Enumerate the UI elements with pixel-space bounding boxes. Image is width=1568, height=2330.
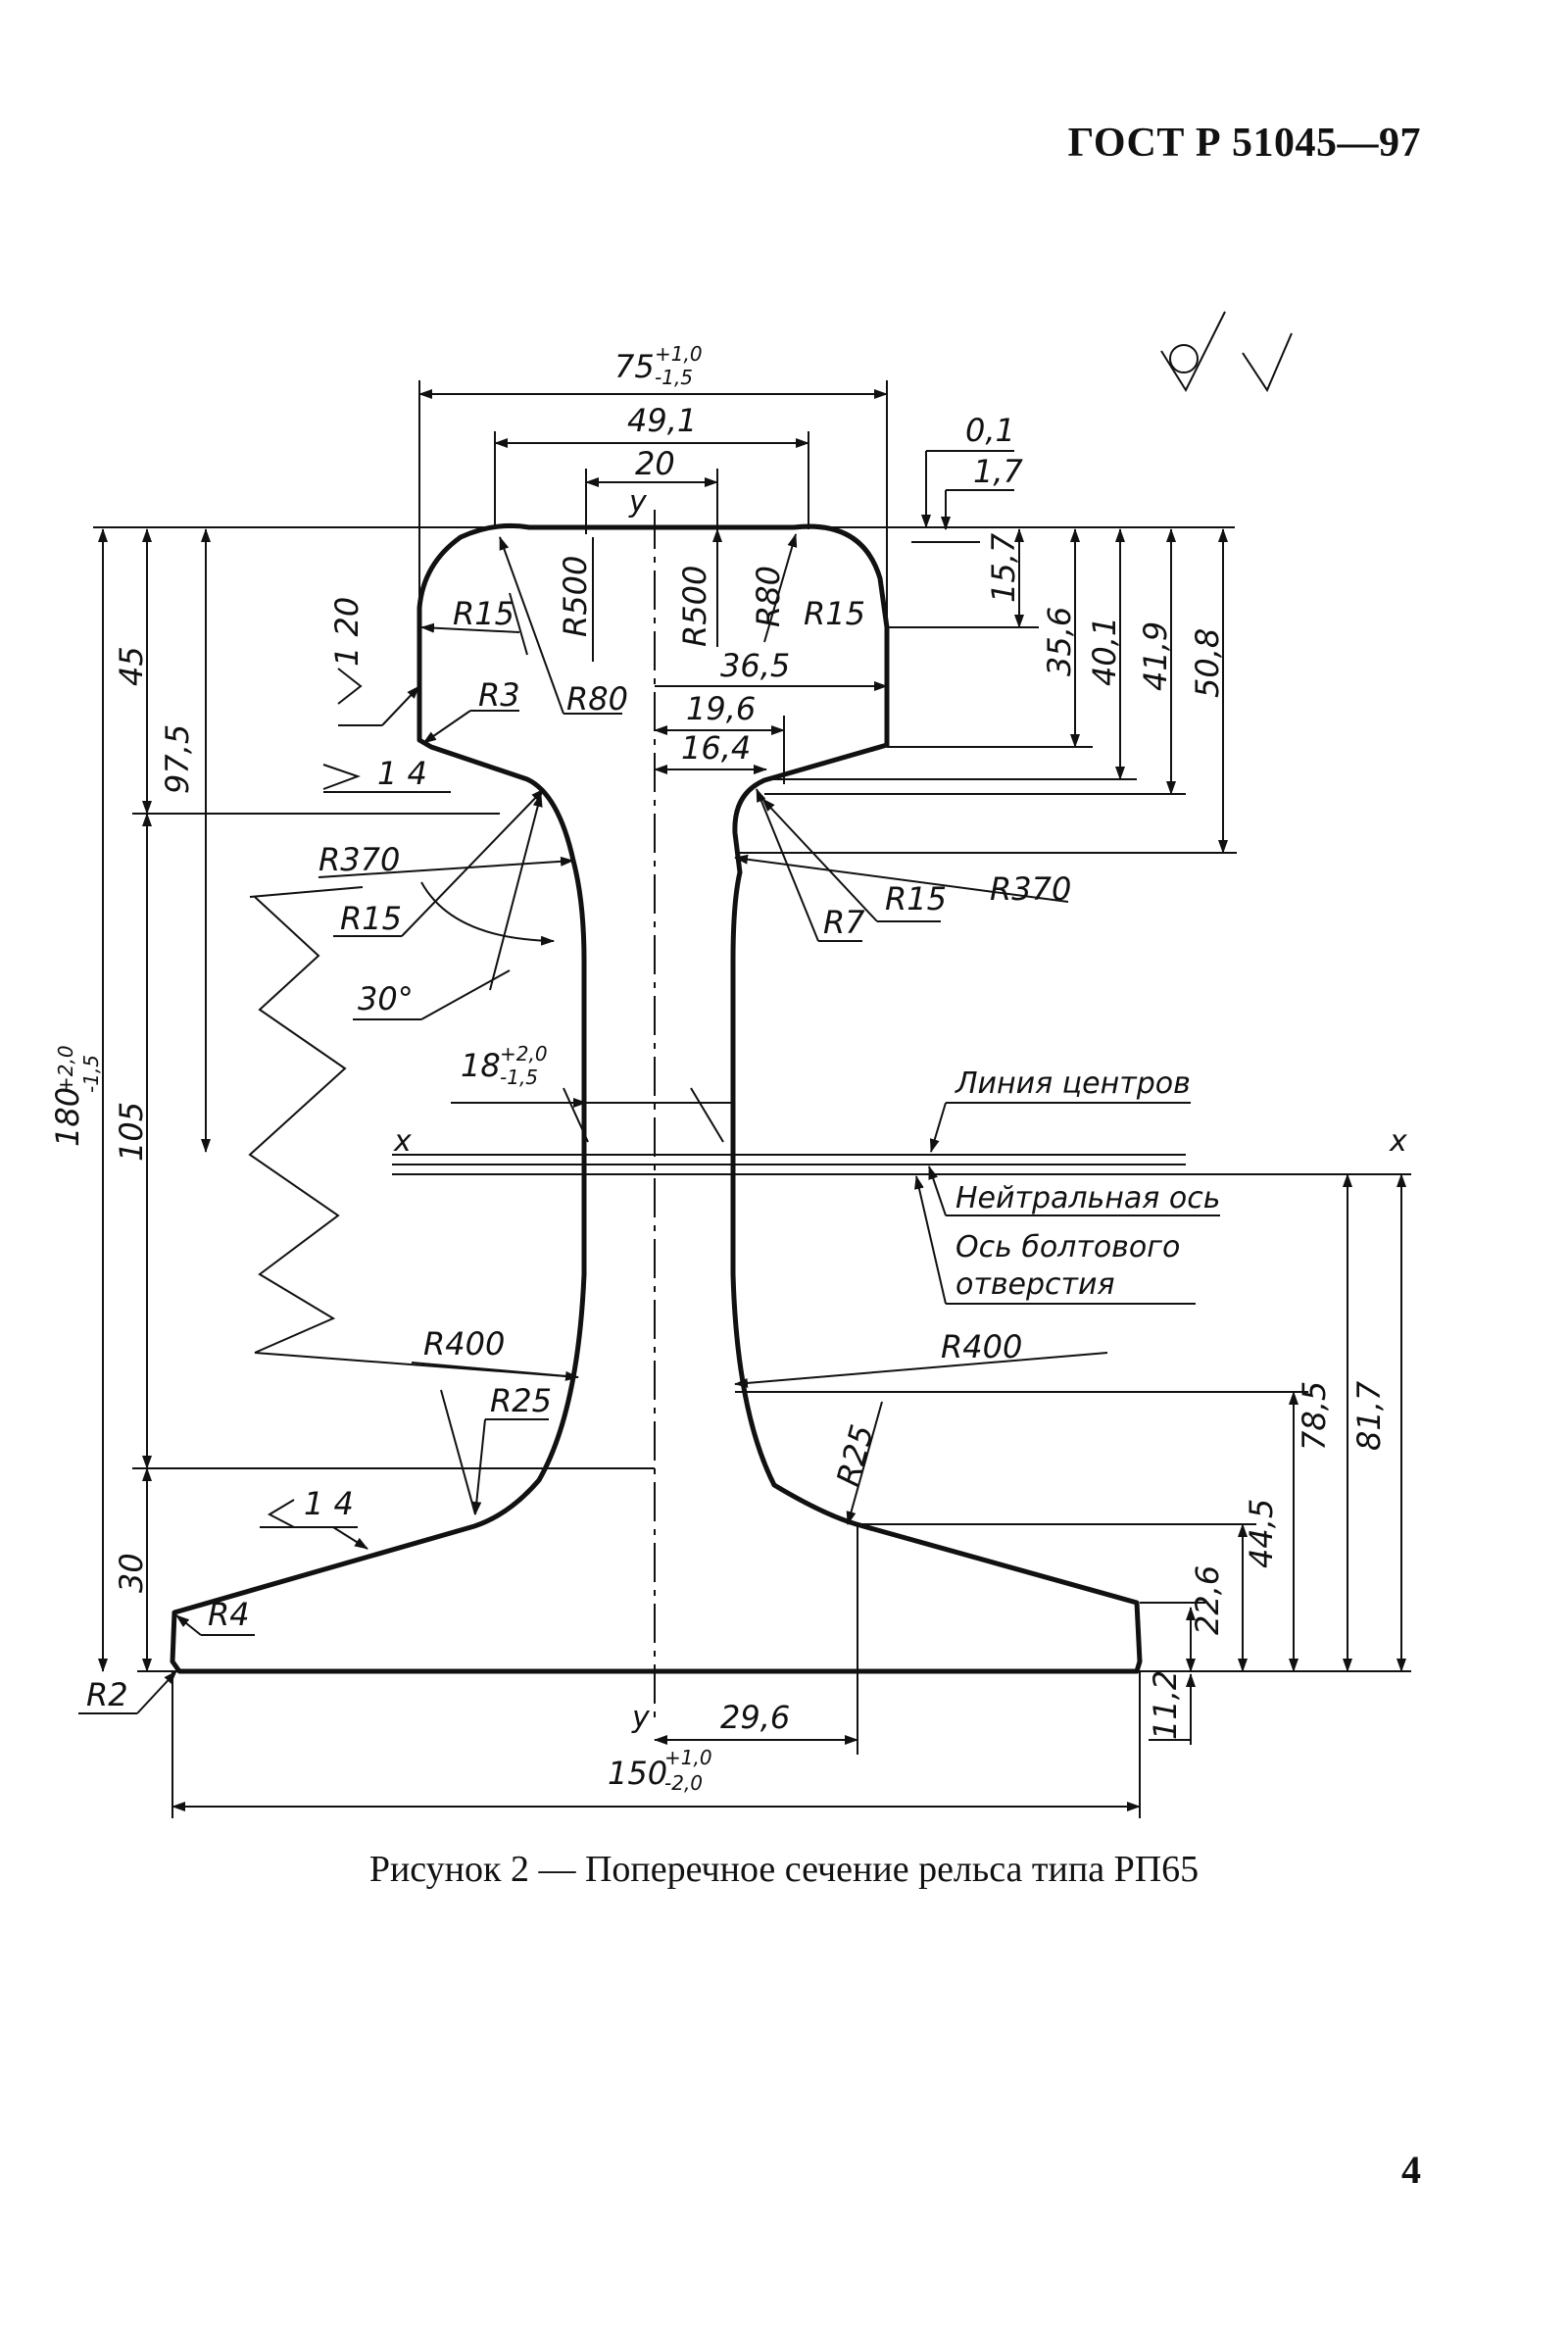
y-axis-label-bottom: y [631, 1701, 651, 1735]
radius-r15-web-left: R15 [340, 900, 402, 937]
dim-45: 45 [113, 646, 150, 686]
radius-r4: R4 [208, 1596, 250, 1633]
radius-r2: R2 [86, 1676, 128, 1713]
dim-29-6: 29,6 [720, 1699, 790, 1736]
label-bolt-hole-axis-2: отверстия [956, 1267, 1115, 1302]
radius-r7: R7 [823, 904, 865, 941]
dim-97-5: 97,5 [159, 724, 196, 794]
check-mark-icon [1242, 332, 1293, 393]
svg-text:-1,5: -1,5 [79, 1055, 103, 1093]
dim-105: 105 [113, 1102, 150, 1162]
radius-r15-left: R15 [453, 595, 514, 632]
radius-r80-right: R80 [750, 566, 787, 627]
y-axis-label-top: y [628, 485, 648, 520]
x-axis-label-right: x [1389, 1124, 1407, 1159]
dim-78-5: 78,5 [1296, 1381, 1333, 1451]
dim-16-4: 16,4 [681, 729, 751, 767]
slope-1-4-top: 1 4 [377, 755, 427, 792]
x-axis-label-left: x [393, 1124, 412, 1159]
dim-36-5: 36,5 [720, 647, 790, 684]
dim-35-6: 35,6 [1041, 607, 1078, 676]
label-centers-line: Линия центров [955, 1066, 1191, 1101]
radius-r15-right: R15 [804, 595, 865, 632]
svg-text:-2,0: -2,0 [664, 1771, 703, 1795]
dim-0-1: 0,1 [965, 412, 1015, 449]
radius-r15-web-right: R15 [885, 880, 947, 917]
figure-caption: Рисунок 2 — Поперечное сечение рельса ти… [368, 1849, 1200, 1890]
svg-text:-1,5: -1,5 [500, 1066, 538, 1089]
dim-head-width: 75 [614, 348, 655, 385]
radius-r400-right: R400 [941, 1328, 1022, 1365]
radius-r400-left: R400 [423, 1325, 505, 1363]
dim-44-5: 44,5 [1243, 1499, 1280, 1568]
dim-20: 20 [635, 445, 675, 482]
radius-r500-right: R500 [676, 566, 713, 647]
radius-r25-left: R25 [490, 1382, 552, 1419]
standard-header: ГОСТ Р 51045—97 [1067, 121, 1421, 166]
dim-11-2: 11,2 [1147, 1670, 1184, 1740]
svg-text:+1,0: +1,0 [664, 1746, 712, 1769]
label-bolt-hole-axis-1: Ось болтового [956, 1230, 1180, 1264]
dim-30: 30 [113, 1553, 150, 1593]
dim-1-7: 1,7 [973, 453, 1024, 490]
radius-r80-left: R80 [566, 680, 628, 718]
dim-49-1: 49,1 [627, 402, 697, 439]
label-neutral-axis: Нейтральная ось [956, 1181, 1220, 1215]
slope-1-20: 1 20 [328, 597, 366, 667]
dim-50-8: 50,8 [1189, 628, 1226, 698]
dim-41-9: 41,9 [1137, 621, 1174, 691]
dim-19-6: 19,6 [686, 690, 756, 727]
rail-cross-section-drawing: y y x x 75 +1,0 -1,5 49,1 20 0,1 1,7 15,… [49, 311, 1411, 1818]
dim-base: 150 [608, 1755, 667, 1792]
page-number: 4 [1401, 2148, 1421, 2192]
dim-81-7: 81,7 [1350, 1380, 1388, 1451]
circle-check-mark-icon [1160, 311, 1226, 393]
svg-text:+2,0: +2,0 [54, 1045, 77, 1093]
angle-30: 30° [358, 980, 414, 1017]
dim-15-7: 15,7 [985, 532, 1022, 603]
svg-text:+1,0: +1,0 [655, 342, 703, 366]
radius-r500-left: R500 [557, 556, 594, 637]
radius-r3: R3 [478, 676, 520, 714]
svg-text:+2,0: +2,0 [500, 1042, 548, 1066]
dim-height: 180 [49, 1087, 86, 1147]
dim-40-1: 40,1 [1086, 617, 1123, 686]
slope-1-4-bottom: 1 4 [304, 1485, 354, 1522]
svg-text:-1,5: -1,5 [655, 366, 693, 389]
dim-web: 18 [461, 1047, 501, 1084]
roughness-symbols [1160, 311, 1293, 393]
radius-r370-right: R370 [990, 870, 1071, 908]
dim-22-6: 22,6 [1189, 1565, 1226, 1635]
